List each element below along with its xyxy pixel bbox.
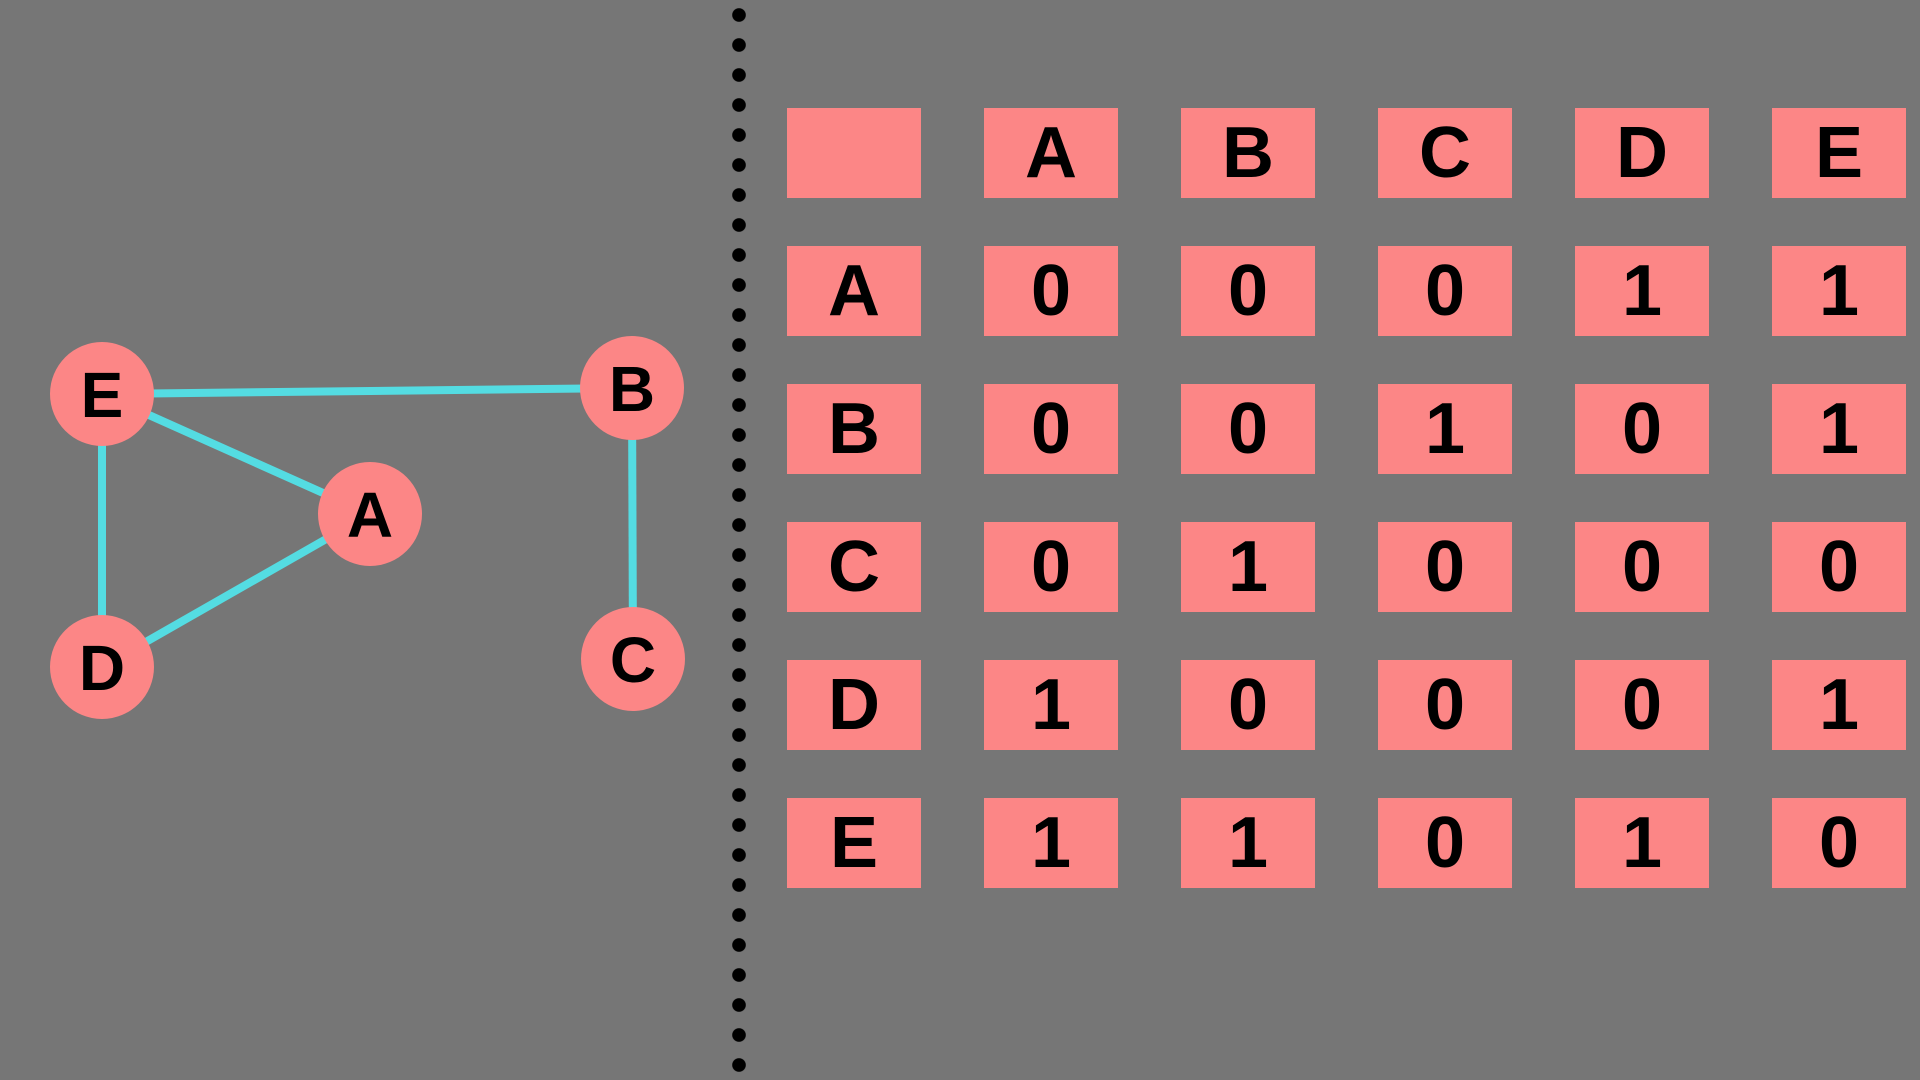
graph-node-b: B (580, 336, 684, 440)
matrix-cell-d-e: 1 (1772, 660, 1906, 750)
matrix-cell-e-e: 0 (1772, 798, 1906, 888)
node-label-a: A (347, 479, 393, 551)
matrix-cell-e-c: 0 (1378, 798, 1512, 888)
matrix-cell-e-b: 1 (1181, 798, 1315, 888)
matrix-cell-d-c: 0 (1378, 660, 1512, 750)
matrix-header-cell-b: B (1181, 108, 1315, 198)
node-label-e: E (81, 359, 124, 431)
matrix-row-label-d: D (787, 660, 921, 750)
matrix-header-cell-a: A (984, 108, 1118, 198)
node-label-c: C (610, 624, 656, 696)
matrix-row-label-a: A (787, 246, 921, 336)
matrix-cell-a-e: 1 (1772, 246, 1906, 336)
matrix-cell-b-c: 1 (1378, 384, 1512, 474)
adjacency-matrix: A B C D E A 0 0 0 1 1 B 0 0 1 0 1 C 0 1 … (787, 108, 1906, 888)
node-circle-a (318, 462, 422, 566)
graph-edge-e-b (101, 384, 633, 398)
matrix-cell-c-a: 0 (984, 522, 1118, 612)
graph-panel: A B C D E (50, 336, 685, 719)
matrix-row-label-e: E (787, 798, 921, 888)
matrix-cell-a-a: 0 (984, 246, 1118, 336)
matrix-cell-d-d: 0 (1575, 660, 1709, 750)
node-label-b: B (609, 353, 655, 425)
graph-node-e: E (50, 342, 154, 446)
matrix-cell-b-a: 0 (984, 384, 1118, 474)
node-circle-e (50, 342, 154, 446)
matrix-header-cell-e: E (1772, 108, 1906, 198)
dotted-divider (732, 0, 746, 1080)
matrix-cell-b-b: 0 (1181, 384, 1315, 474)
matrix-cell-e-a: 1 (984, 798, 1118, 888)
matrix-cell-a-c: 0 (1378, 246, 1512, 336)
matrix-row-label-c: C (787, 522, 921, 612)
matrix-cell-a-b: 0 (1181, 246, 1315, 336)
matrix-cell-a-d: 1 (1575, 246, 1709, 336)
matrix-header-cell-c: C (1378, 108, 1512, 198)
matrix-cell-c-e: 0 (1772, 522, 1906, 612)
matrix-corner-cell (787, 108, 921, 198)
graph-node-d: D (50, 615, 154, 719)
matrix-header-cell-d: D (1575, 108, 1709, 198)
matrix-cell-c-b: 1 (1181, 522, 1315, 612)
node-circle-c (581, 607, 685, 711)
graph-node-c: C (581, 607, 685, 711)
matrix-cell-e-d: 1 (1575, 798, 1709, 888)
graph-node-a: A (318, 462, 422, 566)
node-circle-d (50, 615, 154, 719)
matrix-row-label-b: B (787, 384, 921, 474)
matrix-cell-c-d: 0 (1575, 522, 1709, 612)
matrix-cell-b-d: 0 (1575, 384, 1709, 474)
node-label-d: D (79, 632, 125, 704)
matrix-cell-c-c: 0 (1378, 522, 1512, 612)
matrix-cell-d-b: 0 (1181, 660, 1315, 750)
node-circle-b (580, 336, 684, 440)
matrix-cell-b-e: 1 (1772, 384, 1906, 474)
matrix-cell-d-a: 1 (984, 660, 1118, 750)
